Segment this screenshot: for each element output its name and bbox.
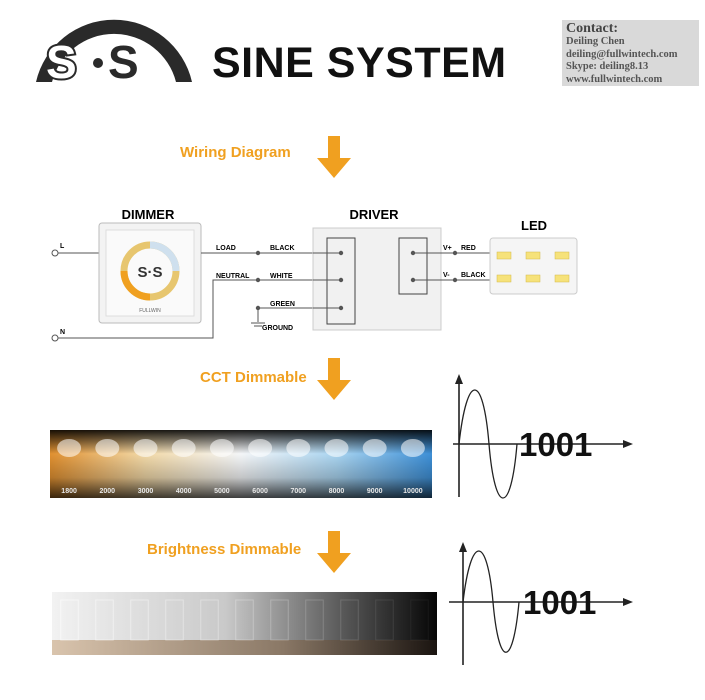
driver-label: DRIVER: [349, 207, 399, 222]
contact-title: Contact:: [566, 21, 619, 36]
arrow-down-icon: [317, 531, 351, 573]
cct-temp-label: 9000: [367, 488, 383, 495]
led-label: LED: [521, 218, 547, 233]
brightness-panel: [375, 599, 394, 641]
wire-ground-label: GROUND: [262, 325, 293, 332]
cct-spotlight: [57, 439, 82, 457]
cct-spotlight: [133, 439, 158, 457]
contact-skype: Skype: deiling8.13: [566, 61, 649, 72]
vminus-label: V-: [443, 272, 450, 279]
cct-temp-label: 4000: [176, 488, 192, 495]
brightness-panel: [235, 599, 254, 641]
brightness-panel: [95, 599, 114, 641]
brightness-panel: [270, 599, 289, 641]
signal-waveform-brightness: 1001: [449, 542, 633, 665]
arrow-down-icon: [317, 358, 351, 400]
brand-title: SINE SYSTEM: [212, 39, 507, 87]
wire-red-label: RED: [461, 245, 476, 252]
wire-l-label: L: [60, 243, 65, 250]
contact-website[interactable]: www.fullwintech.com: [566, 73, 663, 85]
contact-email[interactable]: deiling@fullwintech.com: [566, 48, 678, 60]
wire-black-out-label: BLACK: [461, 272, 486, 279]
cct-temp-label: 7000: [291, 488, 307, 495]
svg-text:S: S: [46, 36, 77, 88]
cct-spotlight: [324, 439, 349, 457]
svg-text:S·S: S·S: [137, 264, 162, 281]
cct-temp-label: 3000: [138, 488, 154, 495]
cct-temp-label: 8000: [329, 488, 345, 495]
cct-temp-label: 2000: [100, 488, 116, 495]
dimmer-brand: FULLWIN: [139, 308, 161, 314]
brightness-panel: [410, 599, 429, 641]
cct-spotlight: [248, 439, 273, 457]
cct-spotlight: [286, 439, 311, 457]
cct-spotlight: [400, 439, 425, 457]
cct-temp-label: 1800: [61, 488, 77, 495]
wire-load-label: LOAD: [216, 245, 236, 252]
wire-green-label: GREEN: [270, 301, 295, 308]
wire-white-label: WHITE: [270, 273, 293, 280]
cct-temp-label: 6000: [252, 488, 268, 495]
wiring-diagram-title: Wiring Diagram: [180, 144, 291, 161]
brightness-panel: [60, 599, 79, 641]
cct-dimmable-title: CCT Dimmable: [200, 369, 307, 386]
wire-neutral-label: NEUTRAL: [216, 273, 250, 280]
vplus-label: V+: [443, 245, 452, 252]
brightness-panel: [340, 599, 359, 641]
brightness-dimmable-title: Brightness Dimmable: [147, 541, 302, 558]
cct-spotlight: [362, 439, 387, 457]
arrow-down-icon: [317, 136, 351, 178]
driver-device: [312, 227, 442, 331]
svg-text:S: S: [108, 36, 139, 88]
wire-n-label: N: [60, 329, 65, 336]
dimmer-label: DIMMER: [122, 207, 175, 222]
cct-color-strip: 1800 2000 3000 4000 5000 6000 7000 8000 9000 1000…: [50, 430, 432, 498]
contact-name: Deiling Chen: [566, 36, 625, 47]
signal-waveform-cct: 1001: [453, 374, 633, 499]
wire-black-label: BLACK: [270, 245, 295, 252]
signal-code-brightness: 1001: [523, 584, 596, 621]
wiring-diagram: DIMMER DRIVER LED L N S·S FULLWIN LOAD N…: [51, 207, 578, 342]
brightness-panel: [305, 599, 324, 641]
contact-box: Contact: Deiling Chen deiling@fullwintec…: [562, 20, 699, 86]
cct-spotlight: [171, 439, 196, 457]
led-panel: [489, 237, 578, 295]
signal-code-cct: 1001: [519, 426, 592, 463]
brightness-panel: [130, 599, 149, 641]
cct-spotlight: [95, 439, 120, 457]
brightness-panel: [165, 599, 184, 641]
cct-temp-label: 10000: [403, 488, 423, 495]
cct-temp-label: 5000: [214, 488, 230, 495]
dimmer-device: S·S FULLWIN: [98, 222, 202, 324]
brightness-panel: [200, 599, 219, 641]
cct-spotlight: [209, 439, 234, 457]
sine-system-logo: S S: [36, 19, 192, 88]
brightness-strip: [52, 592, 437, 655]
